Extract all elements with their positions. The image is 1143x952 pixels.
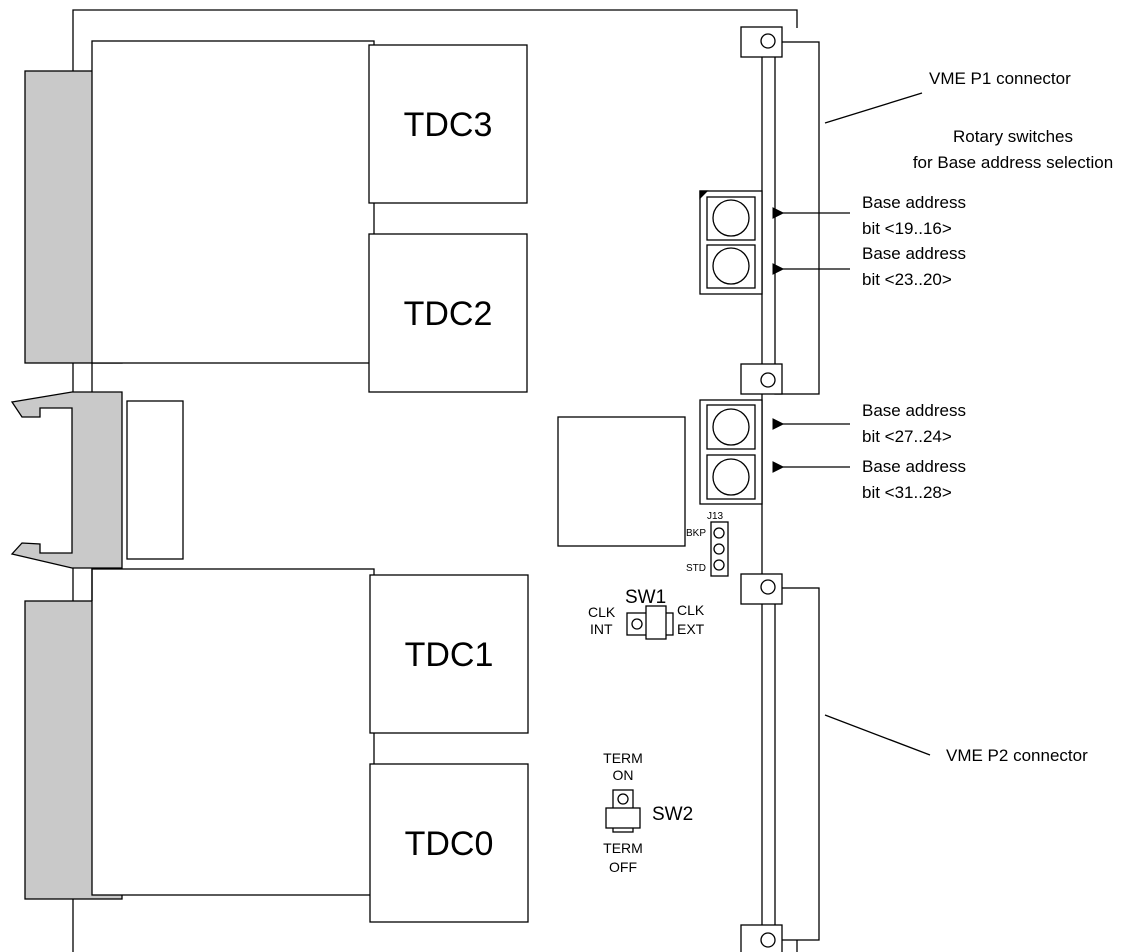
- term-off-label-2: OFF: [609, 859, 637, 875]
- center-chip: [557, 416, 686, 547]
- base-31-28-label-2: bit <31..28>: [862, 483, 952, 502]
- clk-ext-label-2: EXT: [677, 621, 705, 637]
- sw2-label: SW2: [652, 804, 693, 825]
- base-23-20-label-1: Base address: [862, 244, 966, 263]
- clk-ext-label-1: CLK: [677, 602, 705, 618]
- jumper-std-label: STD: [686, 563, 706, 574]
- clk-int-label-2: INT: [590, 621, 613, 637]
- mezzanine-board-top: [91, 40, 375, 364]
- chip-tdc2-label: TDC2: [404, 295, 493, 333]
- rotary-title-line1: Rotary switches: [953, 127, 1073, 146]
- base-27-24-label-2: bit <27..24>: [862, 427, 952, 446]
- rotary-switch-23-20-icon: [712, 247, 750, 285]
- mezzanine-board-bottom: [91, 568, 375, 896]
- vme-p2-label: VME P2 connector: [946, 746, 1088, 765]
- rotary-switch-group-upper: [699, 190, 763, 295]
- term-off-label-1: TERM: [603, 840, 643, 856]
- sw1-label: SW1: [625, 587, 666, 608]
- term-on-label-2: ON: [613, 767, 634, 783]
- chip-tdc0-label: TDC0: [405, 825, 494, 863]
- leader-line-vme-p1: [824, 92, 923, 124]
- chip-tdc2: TDC2: [368, 233, 528, 393]
- leader-line-vme-p2: [824, 714, 931, 756]
- base-19-16-label-1: Base address: [862, 193, 966, 212]
- vme-p2-connector: [740, 573, 820, 952]
- front-panel-window: [126, 400, 184, 560]
- chip-tdc0: TDC0: [369, 763, 529, 923]
- base-19-16-label-2: bit <19..16>: [862, 219, 952, 238]
- switch-sw2: SW2 TERM ON TERM OFF: [603, 750, 693, 875]
- vme-p1-label: VME P1 connector: [929, 69, 1071, 88]
- ejector-handle: [10, 391, 123, 569]
- term-on-label-1: TERM: [603, 750, 643, 766]
- rotary-switch-19-16-icon: [712, 199, 750, 237]
- chip-tdc3: TDC3: [368, 44, 528, 204]
- rotary-title-line2: for Base address selection: [913, 153, 1113, 172]
- base-27-24-label-1: Base address: [862, 401, 966, 420]
- chip-tdc3-label: TDC3: [404, 106, 493, 144]
- jumper-bkp-label: BKP: [686, 528, 706, 539]
- rotary-switch-group-lower: [699, 399, 763, 505]
- rotary-switch-27-24-icon: [712, 408, 750, 446]
- chip-tdc1-label: TDC1: [405, 636, 494, 674]
- base-31-28-label-1: Base address: [862, 457, 966, 476]
- clk-int-label-1: CLK: [588, 604, 616, 620]
- jumper-j13-label: J13: [707, 511, 724, 522]
- switch-sw1: SW1 CLK INT CLK EXT: [588, 587, 705, 640]
- base-23-20-label-2: bit <23..20>: [862, 270, 952, 289]
- rotary-switch-31-28-icon: [712, 458, 750, 496]
- jumper-j13: J13 BKP STD: [686, 511, 729, 577]
- chip-tdc1: TDC1: [369, 574, 529, 734]
